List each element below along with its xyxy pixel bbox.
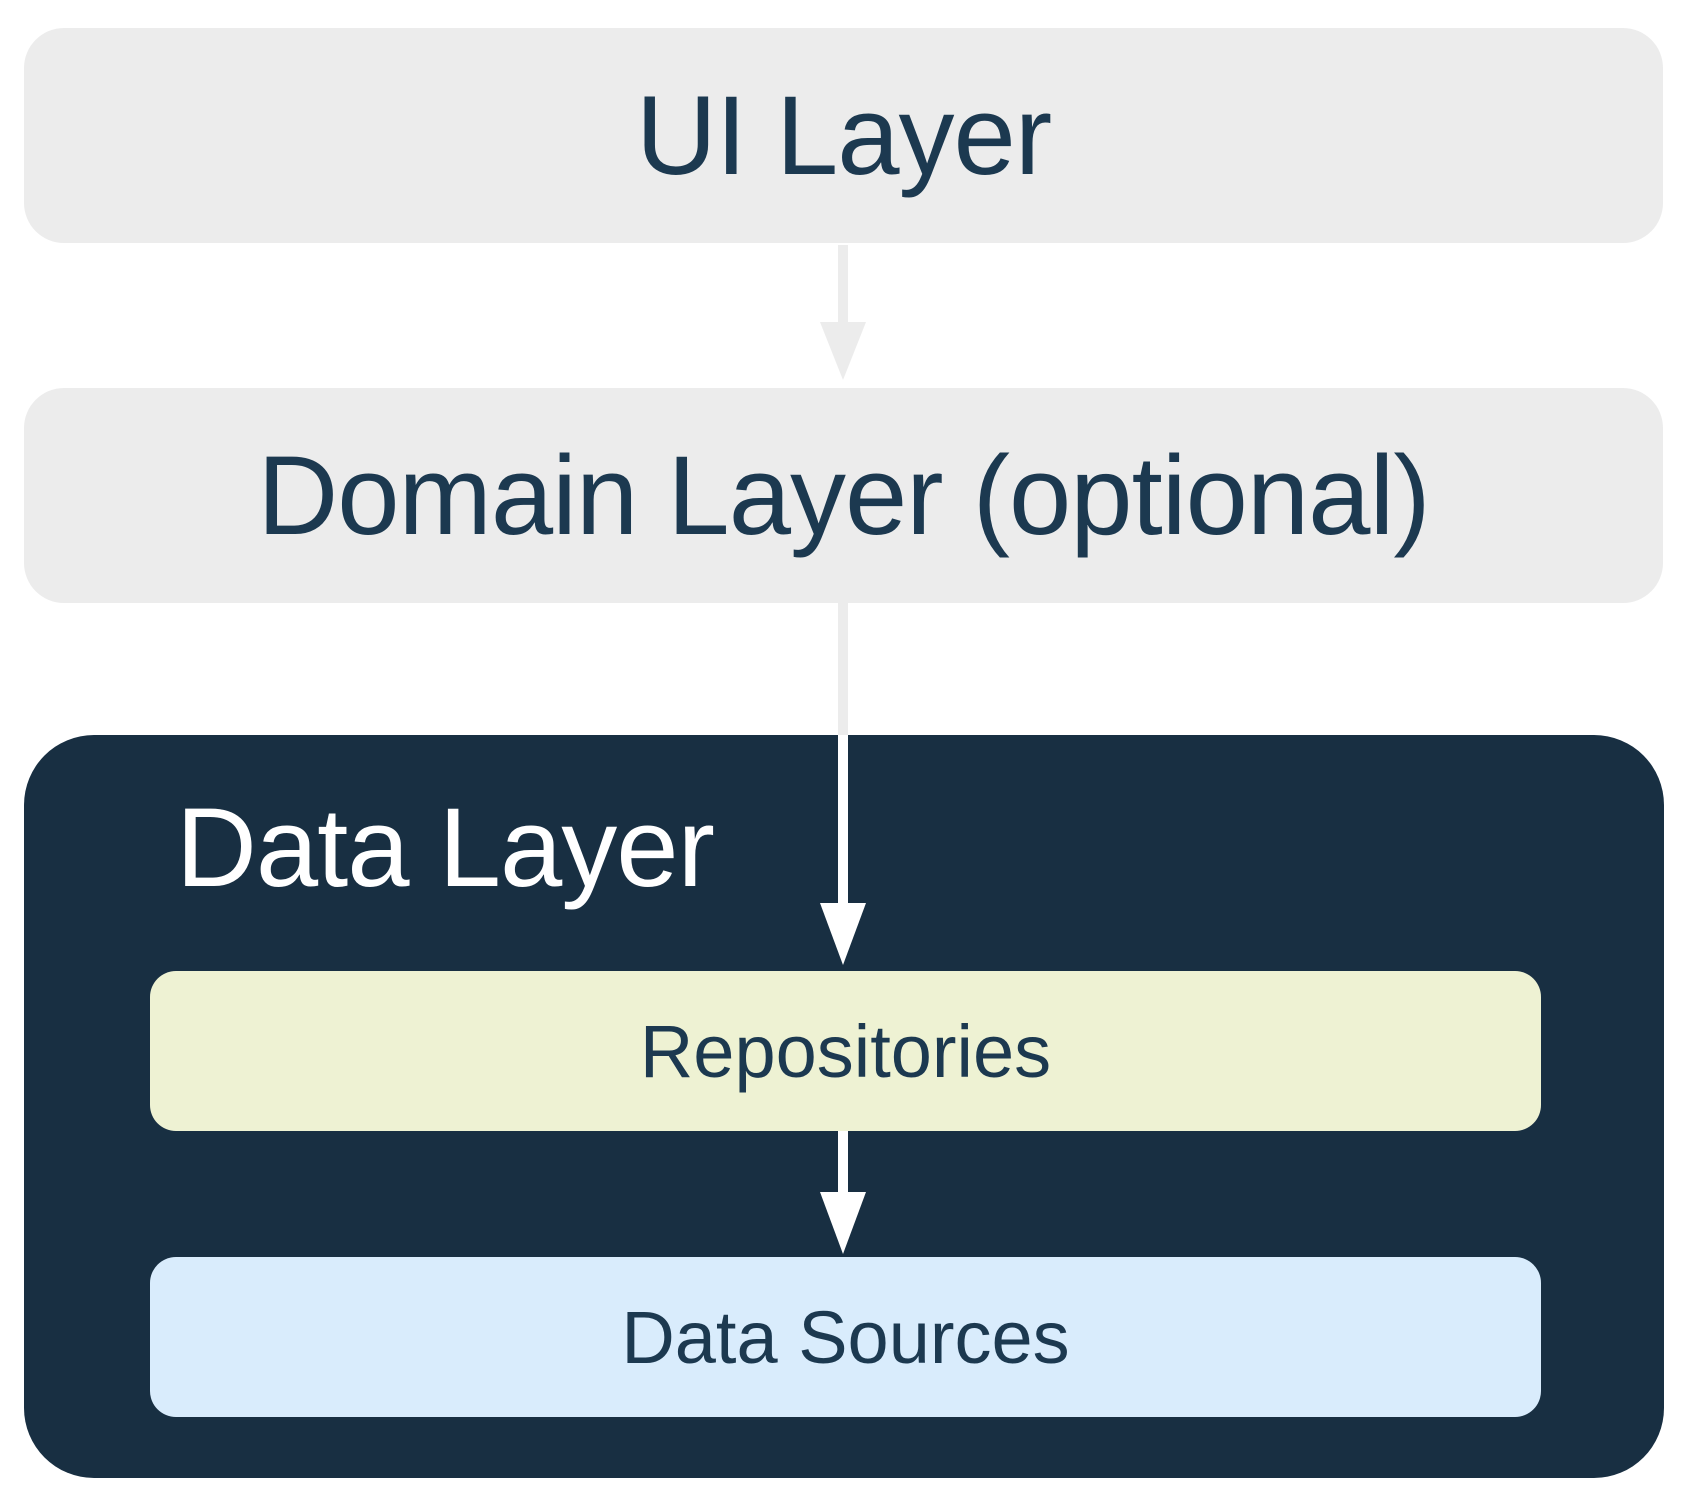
data-sources-box: Data Sources (150, 1257, 1541, 1417)
arrow-down-ui-to-domain-stem (838, 245, 848, 325)
ui-layer-box: UI Layer (24, 28, 1663, 243)
data-layer-label: Data Layer (176, 785, 715, 910)
arrow-down-ui-to-domain-icon (820, 322, 866, 380)
arrow-down-domain-to-repositories-stem-outer (838, 598, 848, 737)
domain-layer-box: Domain Layer (optional) (24, 388, 1663, 603)
domain-layer-label: Domain Layer (optional) (257, 433, 1430, 558)
repositories-box: Repositories (150, 971, 1541, 1131)
data-sources-label: Data Sources (621, 1295, 1070, 1379)
arrow-down-repositories-to-data-sources-icon (820, 1192, 866, 1254)
arrow-down-repositories-to-data-sources-stem (838, 1131, 848, 1194)
ui-layer-label: UI Layer (635, 73, 1052, 198)
arrow-down-domain-to-repositories-stem-inner (838, 735, 848, 905)
repositories-label: Repositories (639, 1009, 1052, 1093)
arrow-down-domain-to-repositories-icon (820, 903, 866, 965)
